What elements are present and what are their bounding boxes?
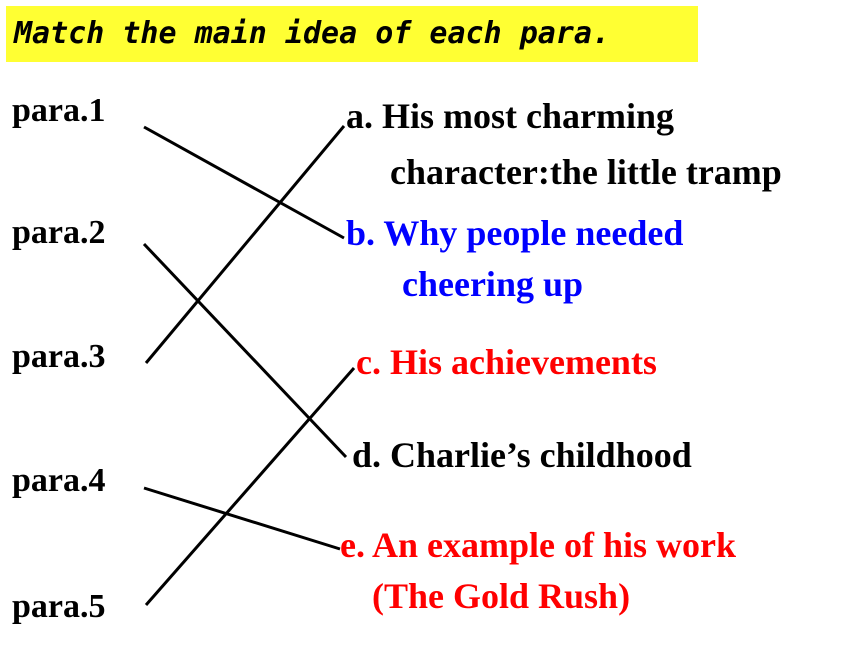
match-line-para4 bbox=[143, 486, 341, 551]
option-c-line1: c. His achievements bbox=[356, 342, 657, 382]
match-line-para2 bbox=[142, 242, 348, 459]
option-e-line1: e. An example of his work bbox=[340, 525, 736, 565]
para-label-1: para.1 bbox=[12, 92, 106, 129]
match-line-para3 bbox=[144, 125, 346, 364]
option-d-line1: d. Charlie’s childhood bbox=[352, 435, 692, 475]
instruction-text: Match the main idea of each para. bbox=[14, 16, 611, 51]
option-a-line1: a. His most charming bbox=[346, 96, 674, 136]
match-line-para5 bbox=[144, 367, 356, 606]
option-b-line1: b. Why people needed bbox=[346, 213, 684, 253]
option-e-line2: (The Gold Rush) bbox=[372, 576, 631, 616]
option-a-line2: character:the little tramp bbox=[390, 152, 782, 192]
para-label-4: para.4 bbox=[12, 462, 106, 499]
para-label-5: para.5 bbox=[12, 588, 106, 625]
option-b-line2: cheering up bbox=[402, 264, 584, 304]
match-line-para1 bbox=[143, 125, 345, 240]
para-label-3: para.3 bbox=[12, 338, 106, 375]
instruction-banner: Match the main idea of each para. bbox=[6, 6, 698, 62]
para-label-2: para.2 bbox=[12, 214, 106, 251]
